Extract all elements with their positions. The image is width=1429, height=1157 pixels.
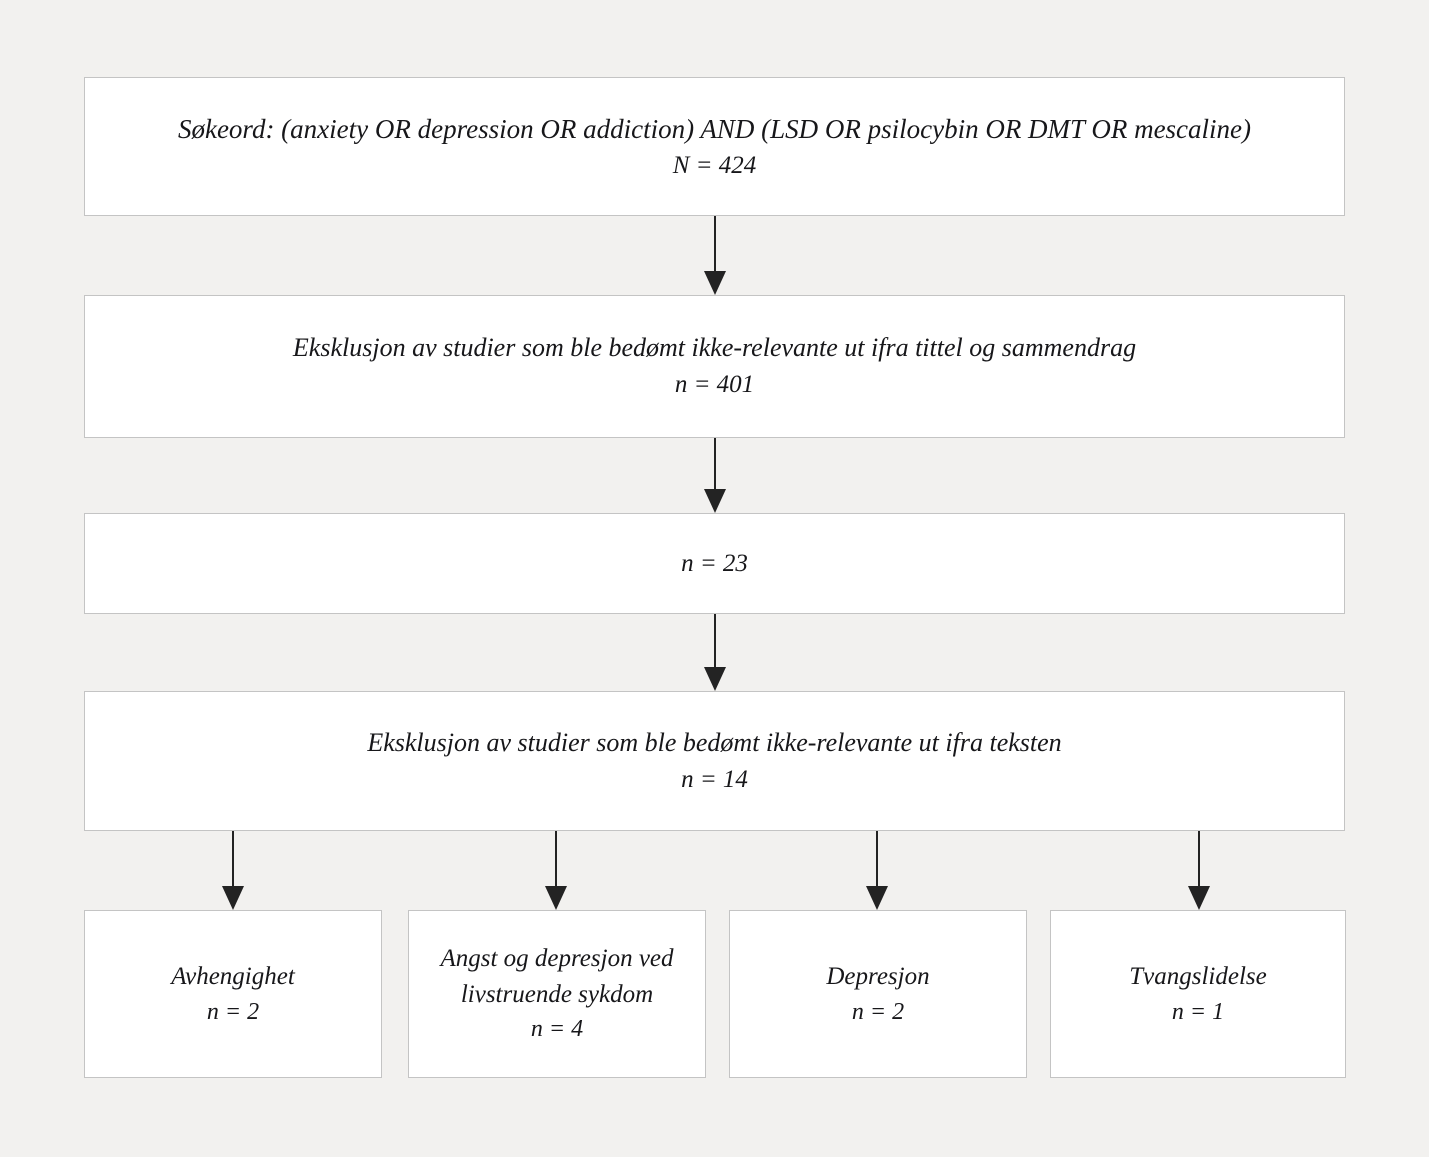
arrow-head-icon <box>704 489 726 513</box>
flow-box-excluded-full-text: Eksklusjon av studier som ble bedømt ikk… <box>84 691 1345 831</box>
category-box-tvangslidelse-label: Tvangslidelse <box>1129 963 1267 991</box>
category-box-angst-depresjon-livstruende-count: n = 4 <box>530 1016 584 1043</box>
arrow-shaft <box>876 831 878 886</box>
category-box-avhengighet: Avhengighet n = 2 <box>84 910 382 1078</box>
category-box-tvangslidelse-count: n = 1 <box>1171 998 1225 1025</box>
arrow-excluded-title-to-remaining <box>704 438 726 513</box>
arrow-shaft <box>555 831 557 886</box>
arrow-head-icon <box>545 886 567 910</box>
flow-box-search-label: Søkeord: (anxiety OR depression OR addic… <box>177 113 1252 144</box>
category-box-avhengighet-count: n = 2 <box>206 998 260 1025</box>
arrow-head-icon <box>222 886 244 910</box>
flow-box-remaining-count: n = 23 <box>681 549 748 577</box>
category-box-angst-depresjon-livstruende: Angst og depresjon ved livstruende sykdo… <box>408 910 706 1078</box>
arrow-shaft <box>714 216 716 271</box>
arrow-head-icon <box>866 886 888 910</box>
arrow-search-to-excluded-title <box>704 216 726 295</box>
arrow-excluded-text-to-avhengighet <box>222 831 244 910</box>
arrow-excluded-text-to-depresjon <box>866 831 888 910</box>
category-box-depresjon: Depresjon n = 2 <box>729 910 1027 1078</box>
arrow-shaft <box>232 831 234 886</box>
category-box-avhengighet-label: Avhengighet <box>171 963 295 991</box>
arrow-head-icon <box>704 667 726 691</box>
flow-box-excluded-title-abstract-label: Eksklusjon av studier som ble bedømt ikk… <box>292 333 1137 363</box>
category-box-angst-depresjon-livstruende-label-line2: livstruende sykdom <box>460 980 654 1008</box>
category-box-depresjon-label: Depresjon <box>826 963 930 991</box>
arrow-shaft <box>714 614 716 667</box>
arrow-shaft <box>714 438 716 489</box>
flow-box-excluded-full-text-count: n = 14 <box>681 765 748 793</box>
arrow-shaft <box>1198 831 1200 886</box>
flow-box-search: Søkeord: (anxiety OR depression OR addic… <box>84 77 1345 216</box>
category-box-angst-depresjon-livstruende-label: Angst og depresjon ved <box>440 945 674 973</box>
arrow-head-icon <box>1188 886 1210 910</box>
flow-box-excluded-title-abstract: Eksklusjon av studier som ble bedømt ikk… <box>84 295 1345 438</box>
arrow-excluded-text-to-angst <box>545 831 567 910</box>
arrow-remaining-to-excluded-text <box>704 614 726 691</box>
flow-box-excluded-full-text-label: Eksklusjon av studier som ble bedømt ikk… <box>367 727 1062 757</box>
category-box-tvangslidelse: Tvangslidelse n = 1 <box>1050 910 1346 1078</box>
flow-box-remaining: n = 23 <box>84 513 1345 614</box>
arrow-head-icon <box>704 271 726 295</box>
flow-box-excluded-title-abstract-count: n = 401 <box>674 371 755 399</box>
flow-box-search-count: N = 424 <box>672 151 757 179</box>
category-box-depresjon-count: n = 2 <box>851 998 905 1025</box>
arrow-excluded-text-to-tvangslidelse <box>1188 831 1210 910</box>
